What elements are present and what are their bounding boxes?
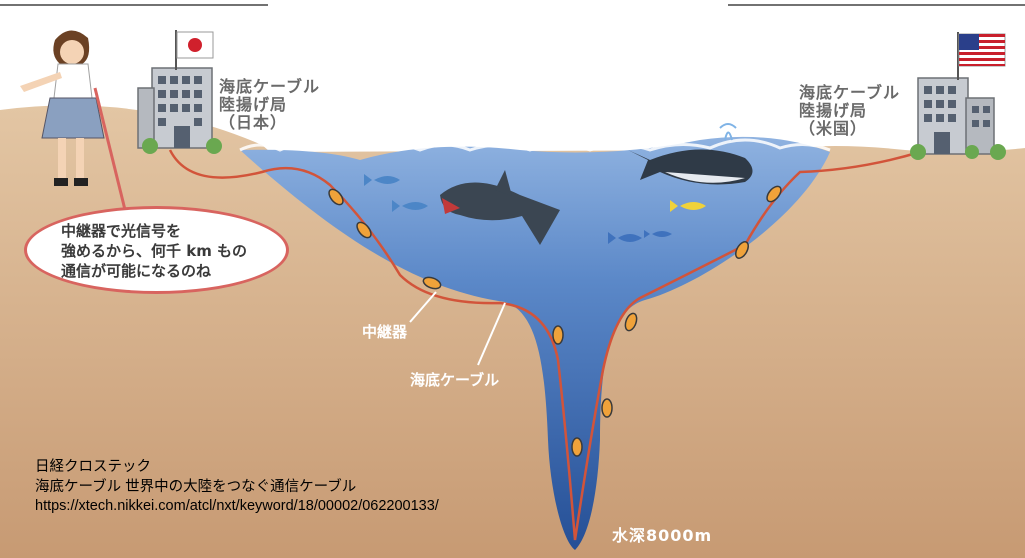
shark-icon [440,170,560,245]
repeater-label: 中継器 [362,323,408,341]
speech-line: 通信が可能になるのね [61,261,212,280]
depth-label: 水深8000m [612,526,713,545]
ocean [240,136,830,550]
caption-url: https://xtech.nikkei.com/atcl/nxt/keywor… [35,498,439,515]
repeater-leader [409,291,437,323]
repeater [571,437,583,457]
cable-leader [477,302,506,366]
station-label-line: 海底ケーブル [219,77,321,96]
speech-bubble: 中継器で光信号を 強めるから、何千 km もの 通信が可能になるのね [24,206,289,294]
station-label-line: 陸揚げ局 [799,100,868,120]
station-label-line: （日本） [219,112,288,132]
whale-icon [628,123,753,185]
repeater [766,185,782,203]
speech-line: 中継器で光信号を [61,222,182,240]
repeater [624,312,638,332]
caption-article-title: 海底ケーブル 世界中の大陸をつなぐ通信ケーブル [35,478,357,495]
repeaters [328,185,782,457]
submarine-cable [168,149,921,541]
station-label-line: 海底ケーブル [799,83,901,102]
station-label-japan: 海底ケーブル 陸揚げ局 （日本） [219,78,320,132]
source-caption: 日経クロステック 海底ケーブル 世界中の大陸をつなぐ通信ケーブル https:/… [35,458,439,517]
caption-source: 日経クロステック [35,459,151,475]
repeater [422,276,442,290]
building-icon [910,77,1006,160]
waves [239,138,831,152]
station-label-line: 陸揚げ局 [219,94,288,114]
usa-flag-icon [957,32,1006,80]
speech-line: 強めるから、何千 km もの [61,241,248,260]
station-label-line: （米国） [799,118,868,138]
speech-pointer [93,87,130,223]
fish-icon [364,174,706,244]
repeater [356,221,372,239]
repeater [735,241,749,259]
station-label-usa: 海底ケーブル 陸揚げ局 （米国） [799,84,900,138]
repeater [601,398,613,418]
building-icon [137,67,222,154]
repeater [552,325,564,345]
japan-flag-icon [175,30,214,70]
repeater [328,188,344,206]
cable-label: 海底ケーブル [410,371,500,389]
girl-icon [20,30,105,186]
